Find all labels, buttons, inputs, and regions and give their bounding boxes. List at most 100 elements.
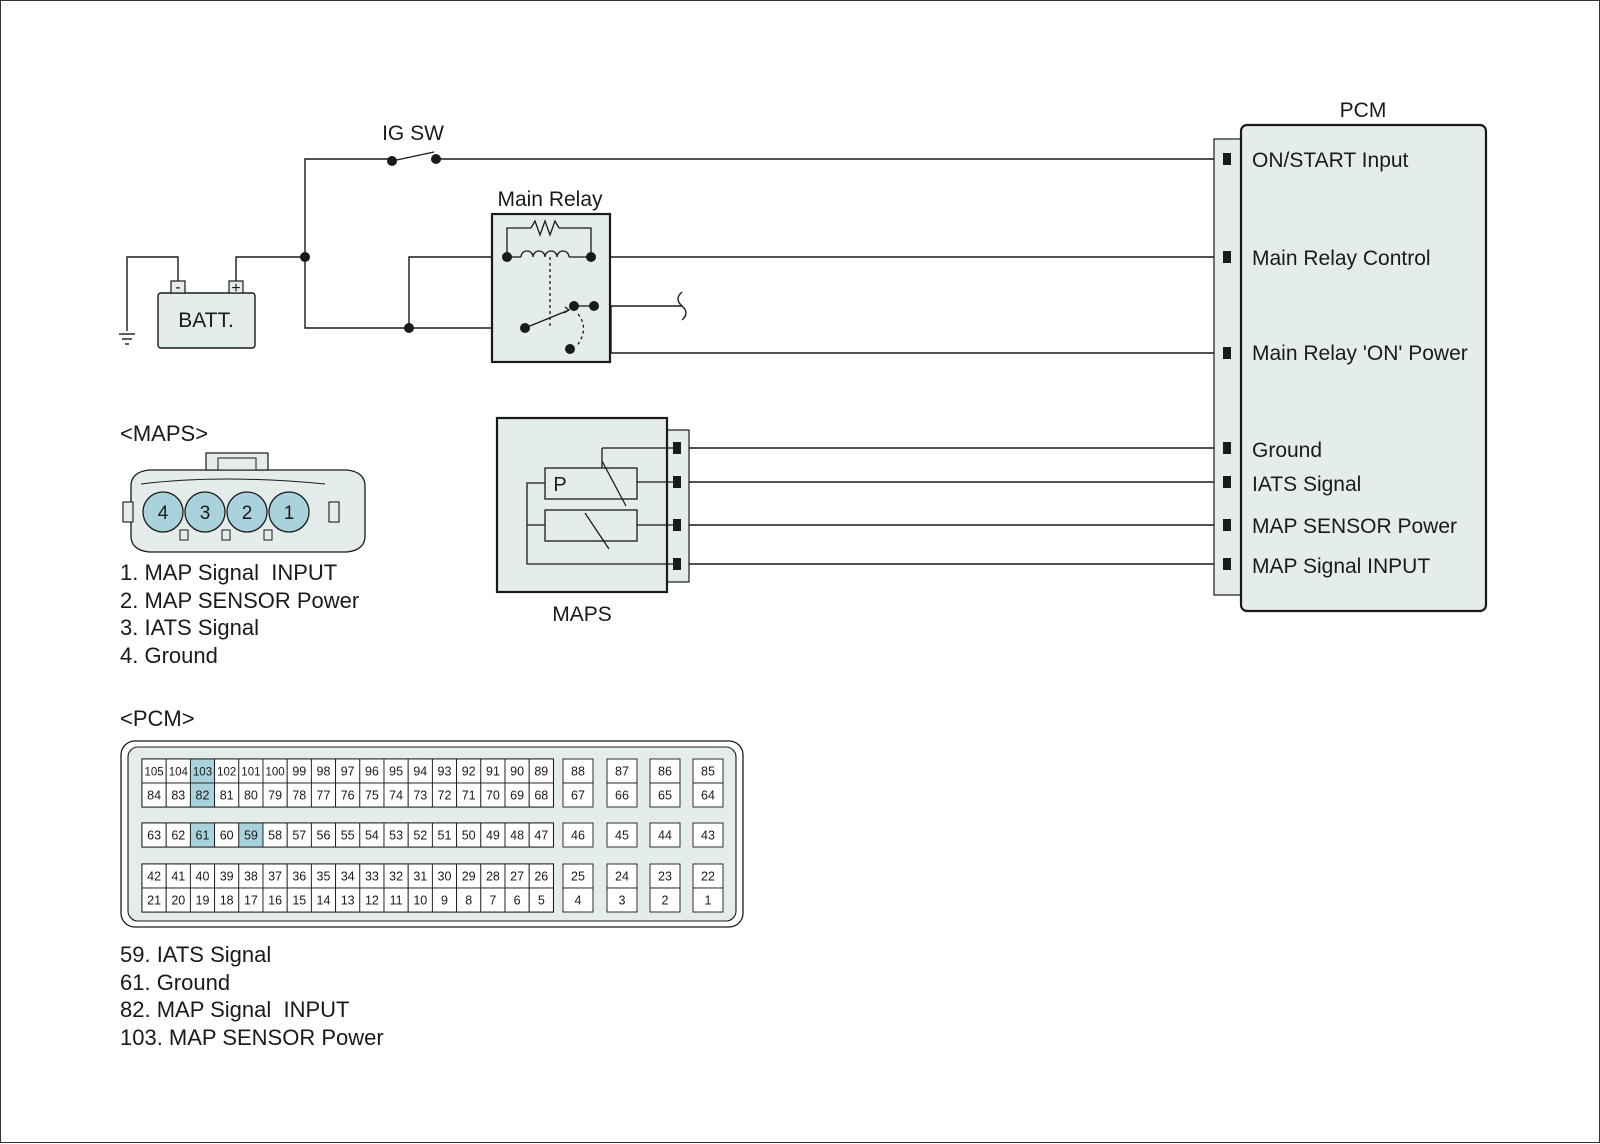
pcm-cell [431, 782, 458, 808]
maps-pin-number: 3 [200, 503, 211, 524]
wire-break-mark [677, 291, 687, 321]
pcm-cell-number: 61 [196, 829, 210, 843]
pcm-cell-number: 89 [534, 765, 548, 779]
pcm-cell-number: 39 [220, 870, 234, 884]
pcm-cell-number: 30 [438, 870, 452, 884]
pcm-pin-relay-on-power: Main Relay 'ON' Power [1252, 342, 1468, 365]
maps-pin [268, 491, 310, 533]
pcm-cell-number: 23 [658, 870, 672, 884]
pcm-cell-number: 73 [413, 789, 427, 803]
pcm-cell-number: 77 [317, 789, 331, 803]
pcm-cell-number: 32 [389, 870, 403, 884]
pcm-cell-number: 75 [365, 789, 379, 803]
pcm-cell [141, 758, 167, 784]
pcm-cell-number: 16 [268, 894, 282, 908]
pcm-cell-number: 24 [615, 870, 629, 884]
junction-dots [300, 252, 414, 333]
wire-battery-ground [126, 256, 179, 331]
pcm-cell-number: 74 [389, 789, 403, 803]
pcm-cell-number: 98 [317, 765, 331, 779]
pcm-pin-map-power: MAP SENSOR Power [1252, 515, 1457, 538]
pcm-cell [504, 863, 530, 889]
maps-pin-number: 4 [158, 503, 169, 524]
pcm-cell-number: 4 [575, 894, 582, 908]
pcm-cell-number: 35 [317, 870, 331, 884]
pcm-cell-number: 88 [571, 765, 585, 779]
pcm-cell [528, 822, 554, 848]
pcm-cell-number: 87 [615, 765, 629, 779]
pcm-cell-number: 67 [571, 789, 585, 803]
pcm-cell-number: 14 [317, 894, 331, 908]
pcm-cell [606, 822, 638, 848]
pcm-cell-number: 68 [534, 789, 548, 803]
pcm-cell [165, 782, 191, 808]
pcm-cell-number: 22 [701, 870, 715, 884]
pcm-cell [480, 863, 506, 889]
pcm-legend-item: 61. Ground [120, 969, 231, 995]
pcm-cell [262, 887, 288, 913]
pcm-cell [165, 887, 191, 913]
pcm-cell [431, 887, 458, 913]
pcm-cell-number: 45 [615, 829, 629, 843]
maps-p-label: P [553, 474, 566, 496]
pcm-cell-number: 97 [341, 765, 355, 779]
pcm-cell-number: 21 [147, 894, 161, 908]
pcm-cell [649, 887, 681, 913]
maps-pin [184, 491, 226, 533]
pcm-cell-number: 100 [266, 767, 285, 779]
pcm-cell-number: 43 [701, 829, 715, 843]
pcm-legend-item: 82. MAP Signal INPUT [120, 997, 350, 1022]
pcm-cell-number: 52 [413, 829, 427, 843]
relay-label: Main Relay [497, 188, 603, 211]
battery-plus: + [231, 280, 240, 297]
battery-label: BATT. [178, 309, 234, 332]
pcm-cell-number: 63 [147, 829, 161, 843]
pcm-cell-number: 71 [462, 789, 476, 803]
pcm-pin-relay-control: Main Relay Control [1252, 247, 1431, 270]
pcm-cell [310, 822, 337, 848]
pcm-cell [504, 887, 530, 913]
maps-legend-item: 1. MAP Signal INPUT [120, 560, 338, 585]
pcm-cell [383, 822, 409, 848]
pcm-cell [286, 863, 312, 889]
pcm-cell [562, 822, 594, 848]
pcm-cell-number: 76 [341, 789, 355, 803]
pcm-cell [214, 758, 240, 784]
pcm-cell-number: 70 [486, 789, 500, 803]
pcm-pin-map-signal: MAP Signal INPUT [1252, 555, 1430, 578]
wire-ig-feed [304, 158, 392, 257]
wire-relay-on-power [594, 305, 1226, 354]
pcm-cell-number: 86 [658, 765, 672, 779]
pcm-cell [262, 758, 288, 784]
pcm-cell-number: 7 [489, 894, 496, 908]
pcm-cell [407, 863, 433, 889]
pcm-cell [456, 822, 482, 848]
pcm-cell [431, 863, 458, 889]
pcm-cell-number: 55 [341, 829, 355, 843]
pcm-cell-number: 13 [341, 894, 355, 908]
pcm-cell-number: 62 [171, 829, 185, 843]
pcm-cell-number: 34 [341, 870, 355, 884]
pcm-cell-number: 2 [662, 894, 669, 908]
pcm-cell [606, 758, 638, 784]
pcm-cell [286, 887, 312, 913]
pcm-legend-item: 103. MAP SENSOR Power [120, 1024, 384, 1050]
pcm-cell [606, 782, 638, 808]
pcm-cell-number: 9 [441, 894, 448, 908]
pcm-cell [692, 822, 724, 848]
pcm-cell-number: 36 [292, 870, 306, 884]
pcm-cell-number: 51 [438, 829, 452, 843]
pcm-cell-number: 92 [462, 765, 476, 779]
pcm-cell-number: 11 [390, 894, 403, 908]
pcm-cell-number: 44 [658, 829, 672, 843]
pcm-cell-number: 105 [145, 767, 164, 779]
ig-switch-label: IG SW [382, 122, 444, 145]
wire-relay-coil-feed [408, 256, 507, 328]
pcm-cell [692, 758, 724, 784]
maps-sensor: P MAPS [495, 416, 690, 626]
pcm-cell-number: 15 [292, 894, 306, 908]
pcm-cell [562, 887, 594, 913]
maps-pin [142, 491, 184, 533]
